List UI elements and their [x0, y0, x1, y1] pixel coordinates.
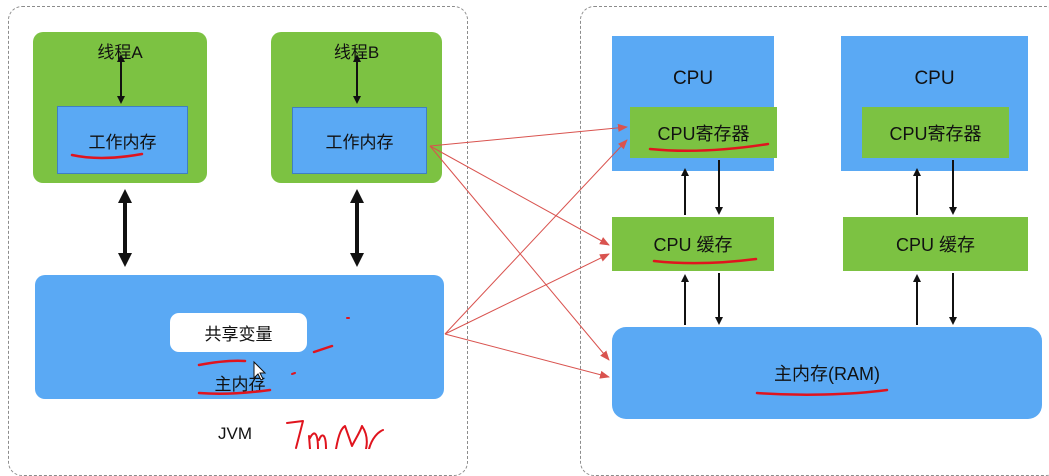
cpu2-register: CPU寄存器 — [862, 107, 1009, 158]
thread-b-title: 线程B — [333, 43, 380, 62]
cpu2-cache: CPU 缓存 — [843, 217, 1028, 271]
cpu1-register: CPU寄存器 — [630, 107, 777, 158]
shared-variable-box: 共享变量 — [170, 313, 307, 352]
jvm-main-memory-label: 主内存 — [214, 375, 266, 394]
cpu2-title: CPU — [914, 68, 955, 89]
thread-a-title: 线程A — [97, 43, 143, 62]
thread-a-work-memory: 工作内存 — [57, 106, 188, 174]
cpu1-title: CPU — [672, 68, 714, 89]
jvm-label: JVM — [218, 424, 252, 443]
ram-box: 主内存(RAM) — [612, 327, 1042, 419]
cpu1-cache: CPU 缓存 — [612, 217, 774, 271]
thread-b-work-memory: 工作内存 — [292, 107, 427, 174]
